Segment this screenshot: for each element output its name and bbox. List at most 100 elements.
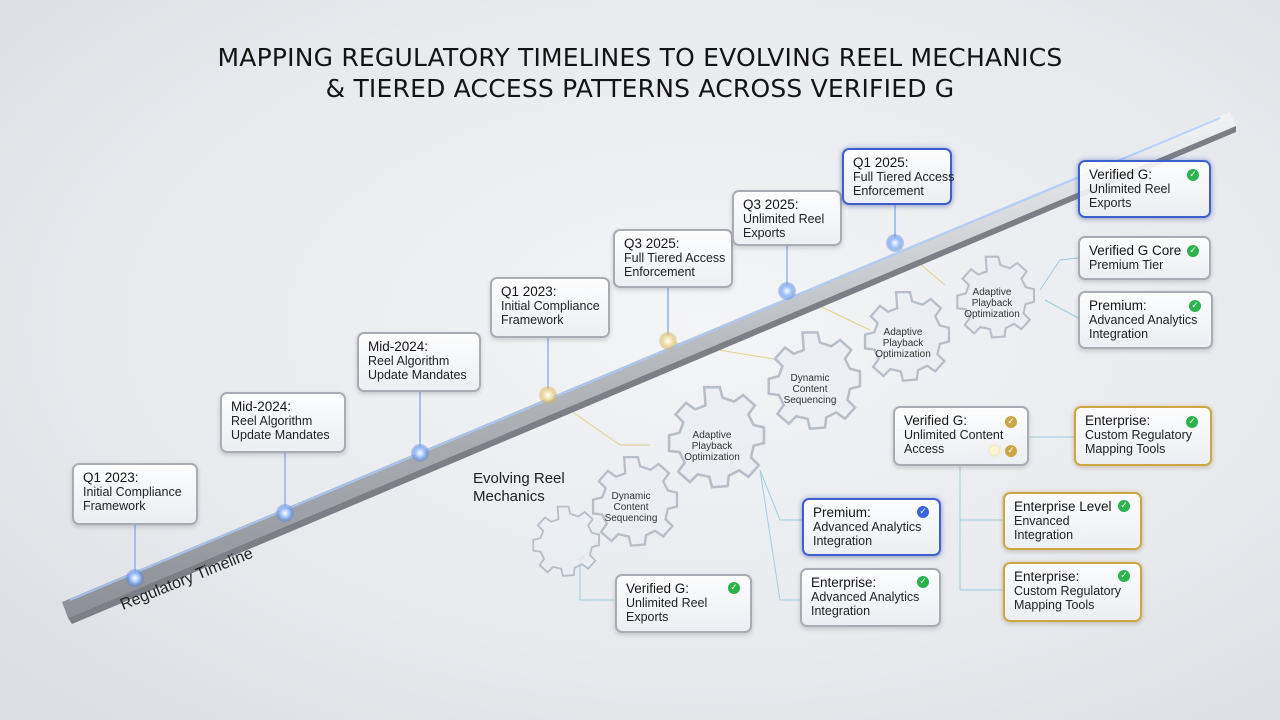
tier-card[interactable]: Enterprise: Custom Regulatory Mapping To…	[1074, 406, 1212, 466]
tier-text: Premium Tier	[1089, 258, 1164, 272]
tier-text: Unlimited Reel	[1089, 182, 1171, 196]
check-icon: ✓	[917, 576, 929, 588]
milestone-date: Q1 2025:	[853, 155, 909, 170]
milestone-date: Mid-2024:	[231, 399, 292, 414]
evolving-reel-mechanics-label: Evolving Reel Mechanics	[473, 470, 565, 506]
milestone-date: Q3 2025:	[743, 197, 799, 212]
gear-label-line: Adaptive	[883, 327, 923, 338]
tier-text: Exports	[1089, 196, 1132, 210]
tier-card[interactable]: Enterprise: Custom Regulatory Mapping To…	[1003, 562, 1142, 622]
milestone-text: Framework	[83, 499, 146, 513]
milestone-text: Update Mandates	[231, 428, 330, 442]
milestone-text: Full Tiered Access	[624, 251, 726, 265]
gear-label: Adaptive Playback Optimization	[858, 327, 948, 360]
tier-title: Enterprise:	[811, 575, 877, 590]
gear-label-line: Sequencing	[783, 395, 837, 406]
gear-label-line: Optimization	[875, 349, 931, 360]
tier-title: Verified G:	[904, 413, 968, 428]
gear-label-line: Playback	[691, 441, 733, 452]
tier-card[interactable]: Verified G: Unlimited Content Access ✓ ✓	[893, 406, 1029, 466]
milestone-text: Framework	[501, 313, 564, 327]
tier-text: Envanced	[1014, 514, 1070, 528]
check-icon: ✓	[1118, 570, 1130, 582]
tier-card[interactable]: Verified G Core Premium Tier ✓	[1078, 236, 1211, 280]
gear-label-line: Content	[792, 384, 828, 395]
connector-lines	[579, 257, 1079, 601]
timeline-node	[659, 332, 677, 350]
tier-text: Advanced Analytics	[1089, 313, 1198, 327]
milestone-text: Unlimited Reel	[743, 212, 825, 226]
gear-label-line: Content	[613, 502, 649, 513]
timeline-node	[276, 504, 294, 522]
timeline-node	[539, 386, 557, 404]
milestone-text: Reel Algorithm	[231, 414, 313, 428]
diagram-title: MAPPING REGULATORY TIMELINES TO EVOLVING…	[0, 42, 1280, 104]
gear-label-line: Optimization	[964, 309, 1020, 320]
title-line-2: & TIERED ACCESS PATTERNS ACROSS VERIFIED…	[325, 74, 955, 103]
milestone-card[interactable]: Q1 2023: Initial Compliance Framework	[490, 277, 610, 338]
milestone-card[interactable]: Q3 2025: Full Tiered Access Enforcement	[613, 229, 733, 288]
milestone-text: Initial Compliance	[501, 299, 600, 313]
timeline-nodes	[126, 234, 904, 587]
title-line-1: MAPPING REGULATORY TIMELINES TO EVOLVING…	[217, 43, 1063, 72]
milestone-card[interactable]: Q1 2023: Initial Compliance Framework	[72, 463, 198, 525]
mechanics-label-line-1: Evolving Reel	[473, 470, 565, 487]
check-icon: ✓	[917, 506, 929, 518]
tier-card[interactable]: Enterprise Level Envanced Integration ✓	[1003, 492, 1142, 550]
milestone-date: Q1 2023:	[83, 470, 139, 485]
milestone-card[interactable]: Mid-2024: Reel Algorithm Update Mandates	[220, 392, 346, 453]
gear-label: Adaptive Playback Optimization	[947, 287, 1037, 320]
tier-text: Exports	[626, 610, 669, 624]
milestone-date: Q1 2023:	[501, 284, 557, 299]
tier-title: Verified G:	[626, 581, 690, 596]
glow-dot-icon	[990, 446, 999, 455]
timeline-node	[778, 282, 796, 300]
gear-label: Adaptive Playback Optimization	[667, 430, 757, 463]
tier-text: Advanced Analytics	[813, 520, 922, 534]
tier-title: Enterprise:	[1085, 413, 1151, 428]
check-icon: ✓	[728, 582, 740, 594]
check-icon: ✓	[1187, 245, 1199, 257]
tier-text: Integration	[811, 604, 871, 618]
gear-label-line: Dynamic	[790, 373, 830, 384]
check-icon: ✓	[1005, 416, 1017, 428]
milestone-text: Full Tiered Access	[853, 170, 955, 184]
gear-label-line: Optimization	[684, 452, 740, 463]
tier-card[interactable]: Verified G: Unlimited Reel Exports ✓	[615, 574, 752, 633]
milestone-card[interactable]: Mid-2024: Reel Algorithm Update Mandates	[357, 332, 481, 392]
check-icon: ✓	[1187, 169, 1199, 181]
tier-card[interactable]: Verified G: Unlimited Reel Exports ✓	[1078, 160, 1211, 218]
tier-card[interactable]: Premium: Advanced Analytics Integration …	[1078, 291, 1213, 349]
tier-card[interactable]: Enterprise: Advanced Analytics Integrati…	[800, 568, 941, 627]
tier-text: Integration	[813, 534, 873, 548]
milestone-card[interactable]: Q3 2025: Unlimited Reel Exports	[732, 190, 842, 246]
milestone-text: Initial Compliance	[83, 485, 182, 499]
gear-label-line: Adaptive	[692, 430, 732, 441]
milestone-text: Enforcement	[853, 184, 924, 198]
timeline-rail	[62, 112, 1236, 624]
tier-title: Verified G Core	[1089, 243, 1182, 258]
tier-text: Custom Regulatory	[1085, 428, 1192, 442]
timeline-node	[411, 444, 429, 462]
gear-label-line: Adaptive	[972, 287, 1012, 298]
milestone-card[interactable]: Q1 2025: Full Tiered Access Enforcement	[842, 148, 955, 205]
tier-text: Integration	[1014, 528, 1074, 542]
check-icon: ✓	[1005, 445, 1017, 457]
tier-text: Mapping Tools	[1014, 598, 1095, 612]
tier-title: Enterprise Level	[1014, 499, 1112, 514]
check-icon: ✓	[1189, 300, 1201, 312]
gear-label-line: Sequencing	[604, 513, 658, 524]
tier-title: Verified G:	[1089, 167, 1153, 182]
milestone-text: Enforcement	[624, 265, 695, 279]
mechanics-label-line-2: Mechanics	[473, 488, 545, 505]
milestone-text: Update Mandates	[368, 368, 467, 382]
tier-text: Custom Regulatory	[1014, 584, 1121, 598]
tier-card[interactable]: Premium: Advanced Analytics Integration …	[802, 498, 941, 556]
gear-label-line: Playback	[971, 298, 1013, 309]
timeline-node	[126, 569, 144, 587]
tier-text: Unlimited Reel	[626, 596, 708, 610]
milestone-date: Mid-2024:	[368, 339, 429, 354]
tier-text: Access	[904, 442, 945, 456]
gear-label: Dynamic Content Sequencing	[765, 373, 855, 406]
